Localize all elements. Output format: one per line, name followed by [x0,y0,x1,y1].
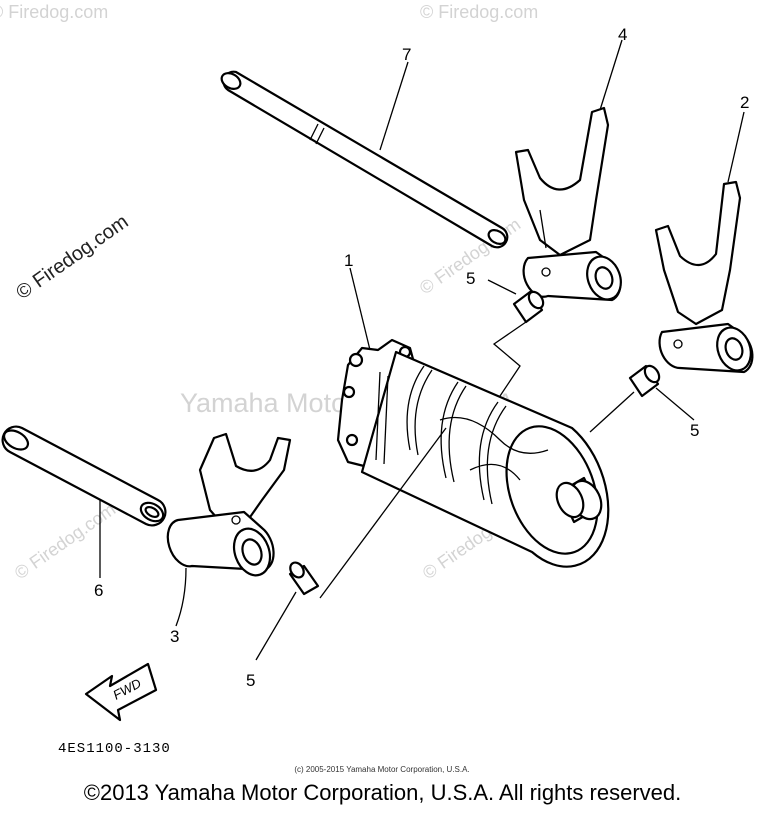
callout-labels: 1 2 3 4 5 5 5 6 7 [94,25,749,690]
callout-5-upper: 5 [466,269,475,288]
leader-lines [99,39,745,661]
firedog-watermark-top-right: © Firedog.com [420,2,538,22]
part-2-shift-fork [654,180,754,374]
callout-5-lower: 5 [246,671,255,690]
part-1-shift-drum [336,338,610,568]
part-7-guide-bar [220,70,509,249]
part-5-guide-pin-right [628,364,661,398]
footer-copyright: ©2013 Yamaha Motor Corporation, U.S.A. A… [83,780,682,805]
callout-7: 7 [402,45,411,64]
callout-4: 4 [618,25,627,44]
callout-6: 6 [94,581,103,600]
firedog-watermark: © Firedog.com [12,211,132,304]
diagram-code: 4ES1100-3130 [58,741,171,757]
part-5-guide-pin-upper [512,290,545,324]
part-4-shift-fork [514,106,622,302]
callout-1: 1 [344,251,353,270]
firedog-watermark-lower-left: © Firedog.com [11,499,119,583]
part-5-guide-pin-lower [288,561,320,596]
firedog-watermark-top-left: © Firedog.com [0,2,108,22]
fwd-arrow: FWD [84,662,158,722]
callout-3: 3 [170,627,179,646]
callout-2: 2 [740,93,749,112]
small-copyright: (c) 2005-2015 Yamaha Motor Corporation, … [294,765,469,774]
callout-5-right: 5 [690,421,699,440]
part-6-guide-bar [1,425,167,527]
part-3-shift-fork [166,432,292,577]
